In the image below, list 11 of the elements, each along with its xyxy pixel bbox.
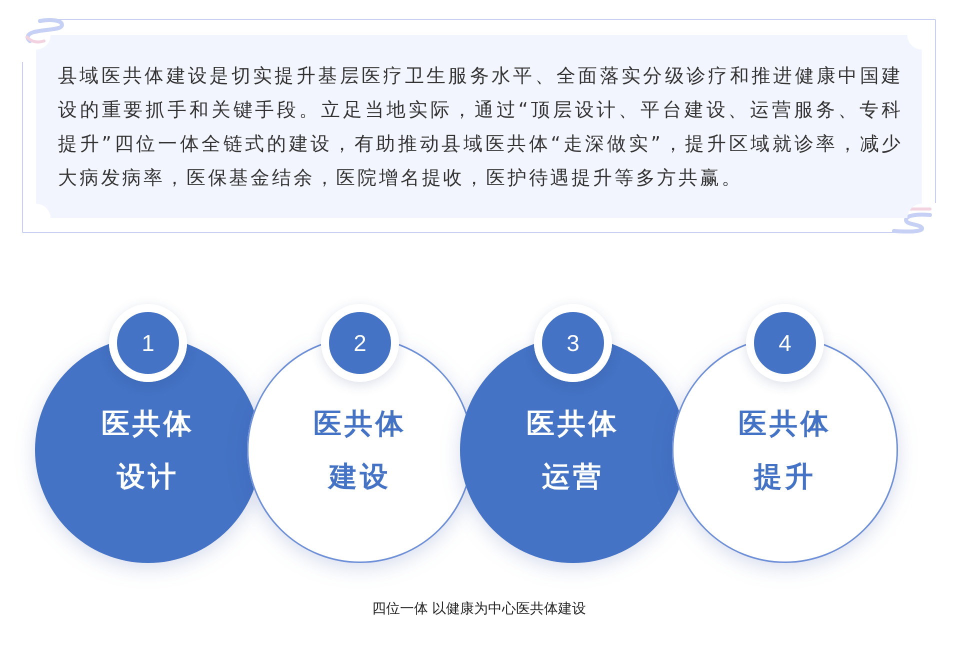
text-panel bbox=[36, 35, 922, 218]
step-label: 医共体运营 bbox=[526, 406, 620, 495]
step-number: 2 bbox=[354, 330, 366, 356]
intro-paragraph: 县域医共体建设是切实提升基层医疗卫生服务水平、全面落实分级诊疗和推进健康中国建设的重要抓手和关键手段。立足当地实际，通过“顶层设计、平台建设、运营服务、专科提升”四位一体全链式的建设，有助推动县域医共体“走深做实”，提升区域就诊率，减少大病发病率，医保基金结余，医院增名提收，医护待遇提升等多方共赢。 bbox=[58, 64, 903, 191]
step-number: 1 bbox=[142, 330, 154, 356]
step-label: 医共体提升 bbox=[738, 406, 832, 495]
step-label: 医共体设计 bbox=[100, 406, 196, 495]
step-label: 医共体建设 bbox=[312, 406, 408, 495]
caption: 四位一体 以健康为中心医共体建设 bbox=[372, 601, 586, 617]
step-number: 3 bbox=[566, 330, 580, 356]
step-number: 4 bbox=[778, 330, 792, 356]
